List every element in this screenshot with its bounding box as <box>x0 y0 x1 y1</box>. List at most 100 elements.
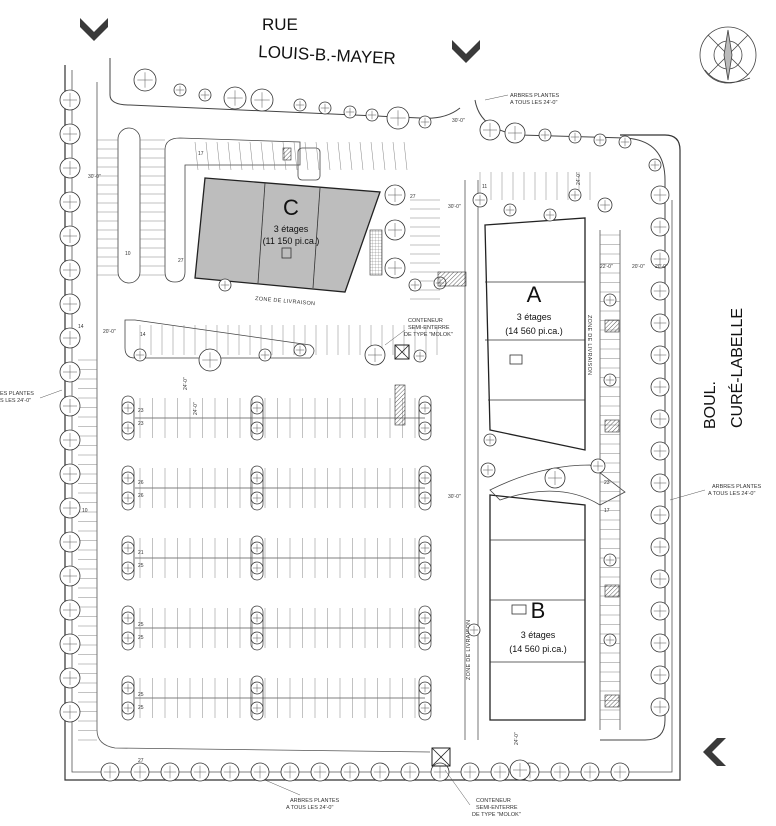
note-line: ES PLANTES <box>0 391 34 397</box>
tree-icon <box>121 681 135 695</box>
note-line: CONTENEUR <box>476 798 511 804</box>
tree-icon <box>121 541 135 555</box>
container-note: CONTENEUR SEMI-ENTERRE DE TYPE "MOLOK" <box>404 318 453 338</box>
parking-stall-line <box>260 141 265 171</box>
tree-icon <box>650 569 670 589</box>
street-name-north-line1: RUE <box>262 15 298 34</box>
tree-icon <box>250 762 270 782</box>
tree-icon <box>650 281 670 301</box>
tree-icon <box>365 108 379 122</box>
tree-icon <box>121 701 135 715</box>
building-b-floors: 3 étages <box>521 630 556 640</box>
stall-count: 25 <box>138 622 144 628</box>
tree-icon <box>568 188 582 202</box>
tree-icon <box>121 561 135 575</box>
tree-icon <box>509 759 531 781</box>
building-c-floors: 3 étages <box>274 224 309 234</box>
parking-stall-line <box>403 141 408 171</box>
tree-icon <box>121 491 135 505</box>
stall-count: 23 <box>604 480 610 486</box>
tree-icon <box>59 497 81 519</box>
parking-stall-line <box>348 141 353 171</box>
tree-icon <box>610 762 630 782</box>
tree-icon <box>603 553 617 567</box>
parking-island <box>418 675 432 721</box>
building-b-label: B <box>531 598 546 623</box>
parking-stall-line <box>271 141 276 171</box>
tree-icon <box>593 133 607 147</box>
tree-icon <box>59 259 81 281</box>
parking-stall-line <box>315 141 320 171</box>
tree-icon <box>223 86 247 110</box>
tree-icon <box>250 491 264 505</box>
tree-icon <box>59 531 81 553</box>
dimension-label: 22'-0" <box>600 264 613 270</box>
landscape-island <box>117 127 141 284</box>
tree-icon <box>400 762 420 782</box>
leader-line <box>484 94 509 101</box>
tree-icon <box>250 611 264 625</box>
tree-icon <box>418 491 432 505</box>
tree-icon <box>590 458 606 474</box>
dimension-callouts: 30'-0" 30'-0" 30'-0" 30'-0" 20'-0" 20'-0… <box>88 118 668 745</box>
tree-icon <box>198 348 222 372</box>
tree-icon <box>418 541 432 555</box>
tree-icon <box>280 762 300 782</box>
parking-island <box>121 605 135 651</box>
stall-count: 21 <box>138 550 144 556</box>
parking-stall-line <box>392 141 397 171</box>
stall-count: 27 <box>138 758 144 764</box>
tree-icon <box>597 197 613 213</box>
tree-group <box>59 68 670 782</box>
compass-rose-icon <box>699 26 757 84</box>
dimension-label: 20'-0" <box>103 329 116 335</box>
stall-counts: 17 10 27 11 27 14 14 23 23 26 26 21 25 2… <box>78 151 610 764</box>
tree-icon <box>650 313 670 333</box>
hatched-strip <box>282 147 620 708</box>
note-line: A TOUS LES 24'-0" <box>510 100 557 106</box>
molok-container <box>431 747 451 767</box>
parking-island <box>418 605 432 651</box>
stall-count: 14 <box>78 324 84 330</box>
street-name-east-line1: BOUL. <box>702 381 719 429</box>
street-name-east-line2: CURÉ-LABELLE <box>727 308 746 428</box>
tree-icon <box>133 68 157 92</box>
building-a: A 3 étages (14 560 pi.ca.) <box>484 217 586 451</box>
note-line: ARBRES PLANTES <box>290 798 340 804</box>
tree-icon <box>250 88 274 112</box>
parking-island <box>121 675 135 721</box>
dimension-label: 24'-0" <box>514 732 520 745</box>
tree-icon <box>418 611 432 625</box>
parking-island <box>418 465 432 511</box>
stall-count: 27 <box>410 194 416 200</box>
parking-island <box>121 535 135 581</box>
tree-icon <box>250 681 264 695</box>
dimension-label: 30'-0" <box>452 118 465 124</box>
parking-island <box>250 605 264 651</box>
tree-icon <box>483 433 497 447</box>
tree-icon <box>59 327 81 349</box>
building-c: C 3 étages (11 150 pi.ca.) <box>194 147 381 293</box>
dimension-label: 24'-0" <box>193 402 199 415</box>
tree-icon <box>250 471 264 485</box>
tree-icon <box>386 106 410 130</box>
parking-island <box>121 465 135 511</box>
tree-icon <box>650 601 670 621</box>
tree-icon <box>121 471 135 485</box>
stall-count: 27 <box>178 258 184 264</box>
tree-icon <box>603 293 617 307</box>
dimension-label: 24'-0" <box>183 377 189 390</box>
parking-island <box>250 395 264 441</box>
parking-island <box>250 675 264 721</box>
tree-icon <box>250 401 264 415</box>
entrance-arrow-icon <box>703 738 726 766</box>
tree-icon <box>544 467 566 489</box>
note-line: ARBRES PLANTES <box>712 484 762 490</box>
tree-icon <box>250 541 264 555</box>
tree-icon <box>418 471 432 485</box>
note-line: A TOUS LES 24'-0" <box>286 805 333 811</box>
pedestrian-walkway <box>489 464 626 506</box>
parking-stall-line <box>326 141 331 171</box>
parking-stall-line <box>205 141 210 171</box>
parking-stall-line <box>216 141 221 171</box>
